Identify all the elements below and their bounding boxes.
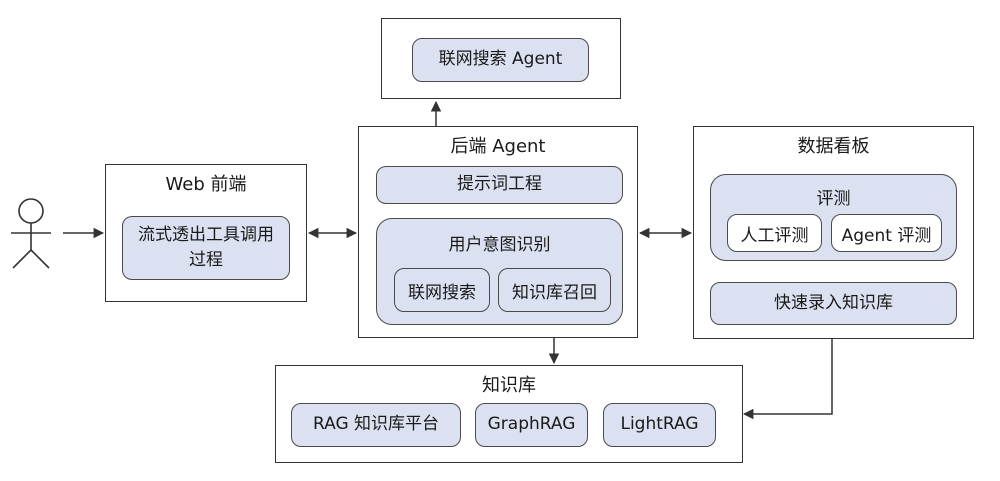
agent-eval-box: Agent 评测 — [831, 214, 942, 252]
streaming-tool-box: 流式透出工具调用过程 — [122, 216, 290, 280]
backend-agent-title: 后端 Agent — [450, 136, 546, 157]
arrow-entry-to-kb — [742, 325, 833, 420]
lightrag-box: LightRAG — [603, 403, 716, 447]
search-agent-box: 联网搜索 Agent — [412, 38, 589, 82]
prompt-engineering-box: 提示词工程 — [376, 166, 623, 204]
manual-eval-box: 人工评测 — [727, 214, 822, 252]
dashboard-title: 数据看板 — [797, 136, 870, 157]
user-actor-icon — [11, 198, 51, 269]
web-frontend-title: Web 前端 — [165, 174, 247, 195]
evaluation-title: 评测 — [816, 189, 851, 209]
web-search-box: 联网搜索 — [394, 268, 490, 312]
knowledge-base-title: 知识库 — [482, 375, 536, 396]
quick-entry-box: 快速录入知识库 — [710, 282, 957, 325]
rag-platform-box: RAG 知识库平台 — [291, 403, 461, 447]
intent-recognition-title: 用户意图识别 — [448, 235, 551, 255]
graphrag-box: GraphRAG — [475, 403, 588, 447]
kb-recall-box: 知识库召回 — [498, 268, 611, 312]
